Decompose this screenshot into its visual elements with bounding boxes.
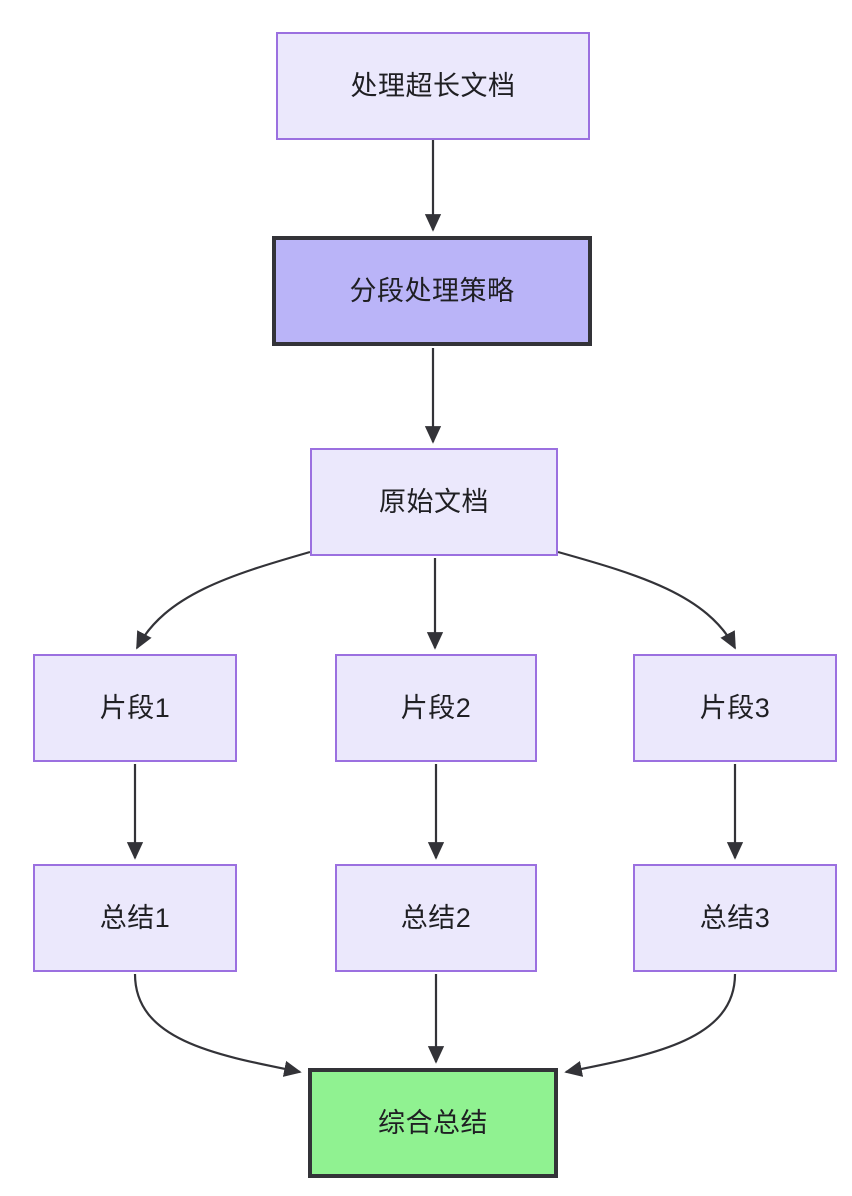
node-n2[interactable]: 分段处理策略 — [272, 236, 592, 346]
node-n1[interactable]: 处理超长文档 — [276, 32, 590, 140]
node-label: 片段1 — [99, 692, 171, 723]
node-n10[interactable]: 综合总结 — [308, 1068, 558, 1178]
node-label: 总结1 — [99, 902, 171, 933]
node-label: 处理超长文档 — [350, 70, 516, 101]
node-label: 分段处理策略 — [349, 275, 515, 306]
node-label: 原始文档 — [379, 486, 489, 517]
edge-n9-to-n10 — [564, 973, 737, 1077]
node-n6[interactable]: 片段3 — [633, 654, 837, 762]
node-n3[interactable]: 原始文档 — [310, 448, 558, 556]
edge-n3-to-n6 — [557, 550, 736, 650]
node-n5[interactable]: 片段2 — [335, 654, 537, 762]
edge-n7-to-n10 — [133, 973, 302, 1077]
node-n9[interactable]: 总结3 — [633, 864, 837, 972]
node-n4[interactable]: 片段1 — [33, 654, 237, 762]
node-label: 总结3 — [699, 902, 771, 933]
node-label: 片段3 — [699, 692, 771, 723]
node-n8[interactable]: 总结2 — [335, 864, 537, 972]
node-label: 片段2 — [400, 692, 472, 723]
edge-n3-to-n4 — [136, 550, 311, 650]
node-n7[interactable]: 总结1 — [33, 864, 237, 972]
node-label: 总结2 — [400, 902, 472, 933]
node-label: 综合总结 — [378, 1107, 488, 1138]
